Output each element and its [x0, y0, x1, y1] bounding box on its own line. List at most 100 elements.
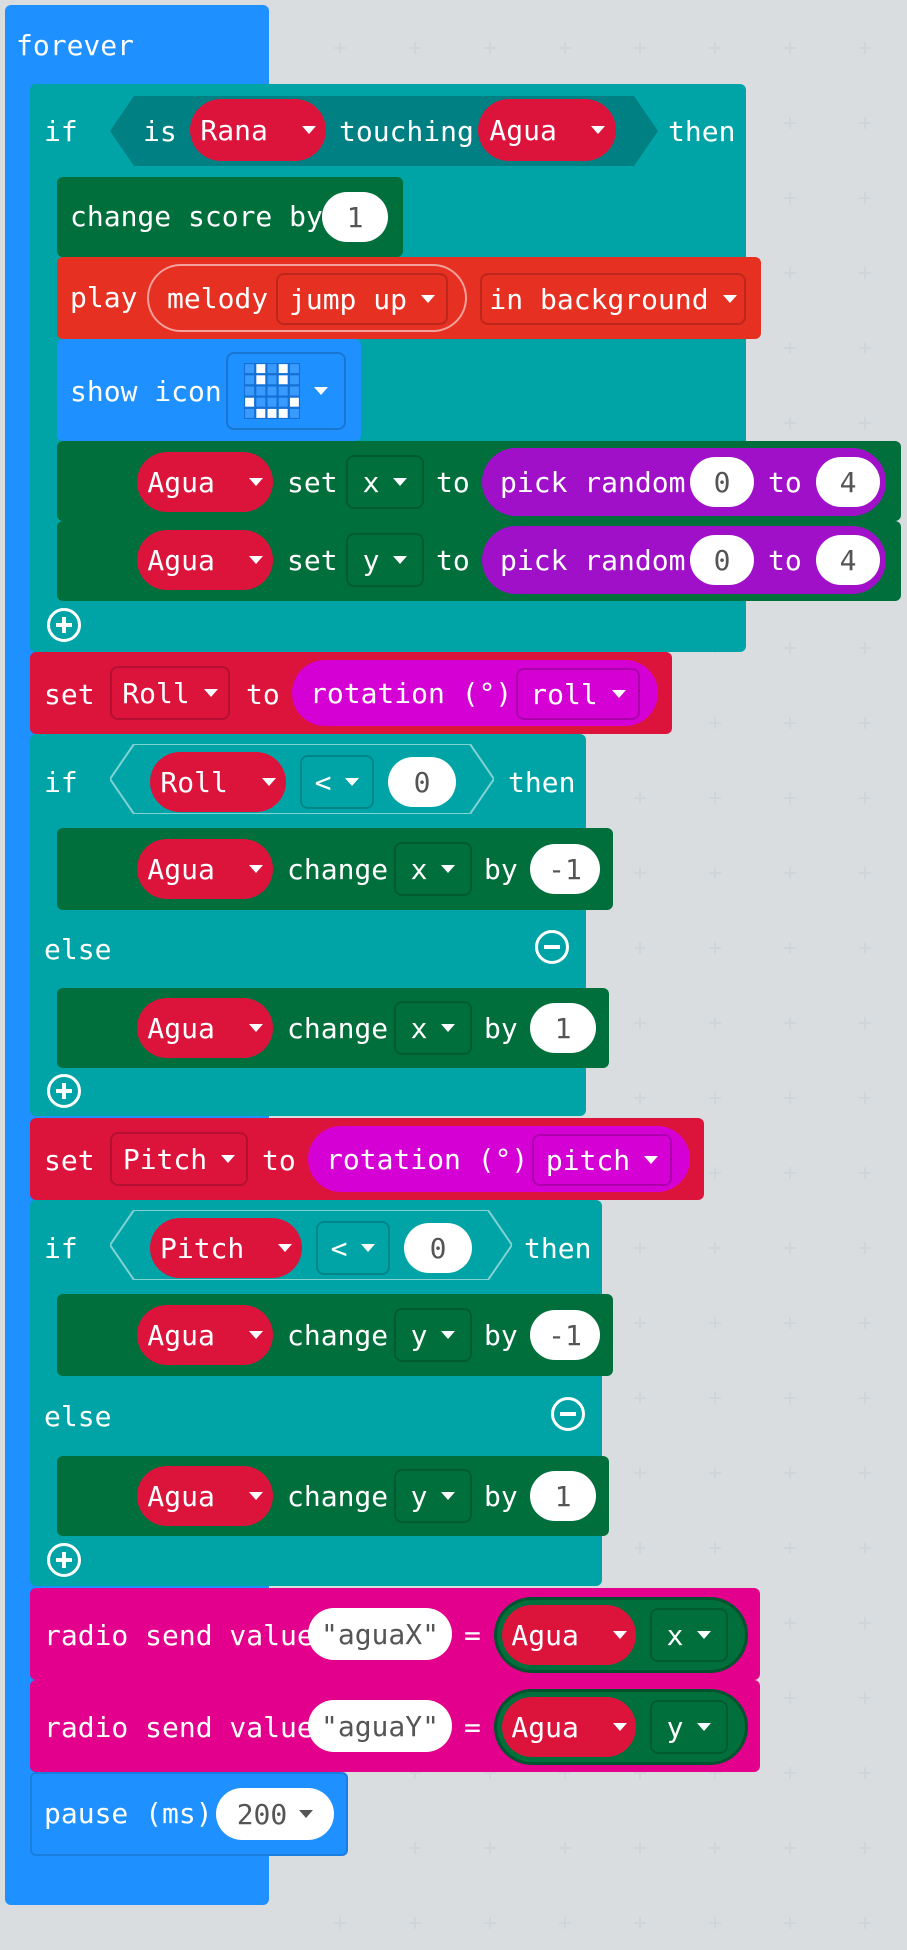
sprite-dropdown-agua[interactable]: Agua: [137, 452, 273, 512]
prop-label: x: [666, 1618, 684, 1652]
add-branch-icon[interactable]: [47, 608, 81, 642]
grid-plus-mark: [859, 1167, 871, 1179]
variable-dropdown-pitch[interactable]: Pitch: [110, 1132, 248, 1186]
roll-label: Roll: [122, 676, 190, 710]
property-dropdown-x[interactable]: x: [650, 1608, 728, 1662]
rana-label: Rana: [200, 113, 268, 147]
change-value-input[interactable]: 1: [530, 1471, 596, 1521]
compare-value-input[interactable]: 0: [404, 1223, 472, 1273]
sprite-dropdown-agua[interactable]: Agua: [137, 530, 273, 590]
grid-plus-mark: [484, 1842, 496, 1854]
grid-plus-mark: [784, 267, 796, 279]
operator-dropdown[interactable]: <: [316, 1221, 390, 1275]
grid-plus-mark: [784, 192, 796, 204]
remove-branch-icon[interactable]: [551, 1397, 585, 1431]
is-label: is: [143, 115, 177, 148]
grid-plus-mark: [634, 1842, 646, 1854]
sprite-dropdown-agua[interactable]: Agua: [137, 998, 273, 1058]
random-max-input[interactable]: 4: [816, 457, 880, 507]
grid-plus-mark: [709, 42, 721, 54]
grid-plus-mark: [634, 942, 646, 954]
prop-label: x: [410, 852, 428, 886]
sprite-dropdown-agua[interactable]: Agua: [137, 839, 273, 899]
by-label: by: [484, 853, 518, 886]
if-keyword: if: [44, 766, 78, 799]
grid-plus-mark: [784, 42, 796, 54]
rotation-axis-dropdown[interactable]: roll: [516, 668, 640, 720]
then-label: then: [524, 1232, 592, 1265]
radio-name-input[interactable]: "aguaX": [308, 1608, 452, 1660]
grid-plus-mark: [859, 117, 871, 129]
grid-plus-mark: [859, 1242, 871, 1254]
operator-dropdown[interactable]: <: [300, 755, 374, 809]
grid-plus-mark: [634, 1317, 646, 1329]
grid-plus-mark: [709, 942, 721, 954]
grid-plus-mark: [784, 1317, 796, 1329]
property-dropdown-y[interactable]: y: [394, 1308, 472, 1362]
change-value-input[interactable]: 1: [530, 1003, 596, 1053]
chevron-down-icon: [611, 690, 626, 698]
variable-reporter-roll[interactable]: Roll: [150, 752, 286, 812]
prop-label: y: [666, 1710, 684, 1744]
sprite-dropdown-agua[interactable]: Agua: [137, 1305, 273, 1365]
add-branch-icon[interactable]: [47, 1074, 81, 1108]
random-max-input[interactable]: 4: [816, 535, 880, 585]
pause-duration-dropdown[interactable]: 200: [216, 1788, 334, 1840]
property-dropdown-y[interactable]: y: [394, 1469, 472, 1523]
grid-plus-mark: [859, 792, 871, 804]
variable-dropdown-roll[interactable]: Roll: [110, 666, 230, 720]
grid-plus-mark: [784, 867, 796, 879]
change-value-input[interactable]: -1: [530, 844, 600, 894]
grid-plus-mark: [634, 867, 646, 879]
sprite-dropdown-agua[interactable]: Agua: [478, 99, 616, 161]
radio-name-input[interactable]: "aguaY": [308, 1700, 452, 1752]
grid-plus-mark: [409, 1767, 421, 1779]
score-value-input[interactable]: 1: [322, 192, 388, 242]
play-label: play: [70, 281, 138, 314]
random-min-input[interactable]: 0: [690, 457, 754, 507]
to-label: to: [768, 544, 802, 577]
grid-plus-mark: [859, 1392, 871, 1404]
change-value-input[interactable]: -1: [530, 1310, 600, 1360]
compare-value-input[interactable]: 0: [388, 757, 456, 807]
sprite-dropdown-agua[interactable]: Agua: [502, 1605, 636, 1665]
property-dropdown-x[interactable]: x: [394, 1001, 472, 1055]
grid-plus-mark: [709, 1167, 721, 1179]
melody-label: melody: [167, 281, 269, 315]
property-dropdown-y[interactable]: y: [346, 533, 424, 587]
prop-label: y: [410, 1318, 428, 1352]
chevron-down-icon: [248, 556, 263, 564]
then-label: then: [508, 766, 576, 799]
add-branch-icon[interactable]: [47, 1543, 81, 1577]
property-dropdown-x[interactable]: x: [346, 455, 424, 509]
smiley-led-icon: [244, 363, 300, 419]
chevron-down-icon: [248, 1024, 263, 1032]
sprite-dropdown-agua[interactable]: Agua: [137, 1466, 273, 1526]
property-dropdown-x[interactable]: x: [394, 842, 472, 896]
tune-dropdown[interactable]: jump up: [276, 273, 448, 325]
grid-plus-mark: [634, 1542, 646, 1554]
grid-plus-mark: [634, 42, 646, 54]
to-label: to: [436, 544, 470, 577]
icon-dropdown[interactable]: [226, 352, 346, 430]
property-dropdown-y[interactable]: y: [650, 1700, 728, 1754]
axis-label: pitch: [545, 1143, 631, 1177]
chevron-down-icon: [345, 778, 360, 786]
grid-plus-mark: [859, 1317, 871, 1329]
variable-reporter-pitch[interactable]: Pitch: [150, 1218, 302, 1278]
rotation-axis-dropdown[interactable]: pitch: [532, 1134, 672, 1186]
grid-plus-mark: [709, 1542, 721, 1554]
sprite-dropdown-agua[interactable]: Agua: [502, 1697, 636, 1757]
grid-plus-mark: [409, 42, 421, 54]
grid-plus-mark: [859, 1467, 871, 1479]
grid-plus-mark: [784, 1542, 796, 1554]
remove-branch-icon[interactable]: [535, 930, 569, 964]
chevron-down-icon: [644, 1156, 659, 1164]
random-min-input[interactable]: 0: [690, 535, 754, 585]
playback-mode-dropdown[interactable]: in background: [480, 273, 746, 325]
sprite-dropdown-rana[interactable]: Rana: [190, 99, 326, 161]
grid-plus-mark: [709, 867, 721, 879]
grid-plus-mark: [784, 417, 796, 429]
set-label: set: [44, 678, 95, 711]
grid-plus-mark: [859, 1092, 871, 1104]
